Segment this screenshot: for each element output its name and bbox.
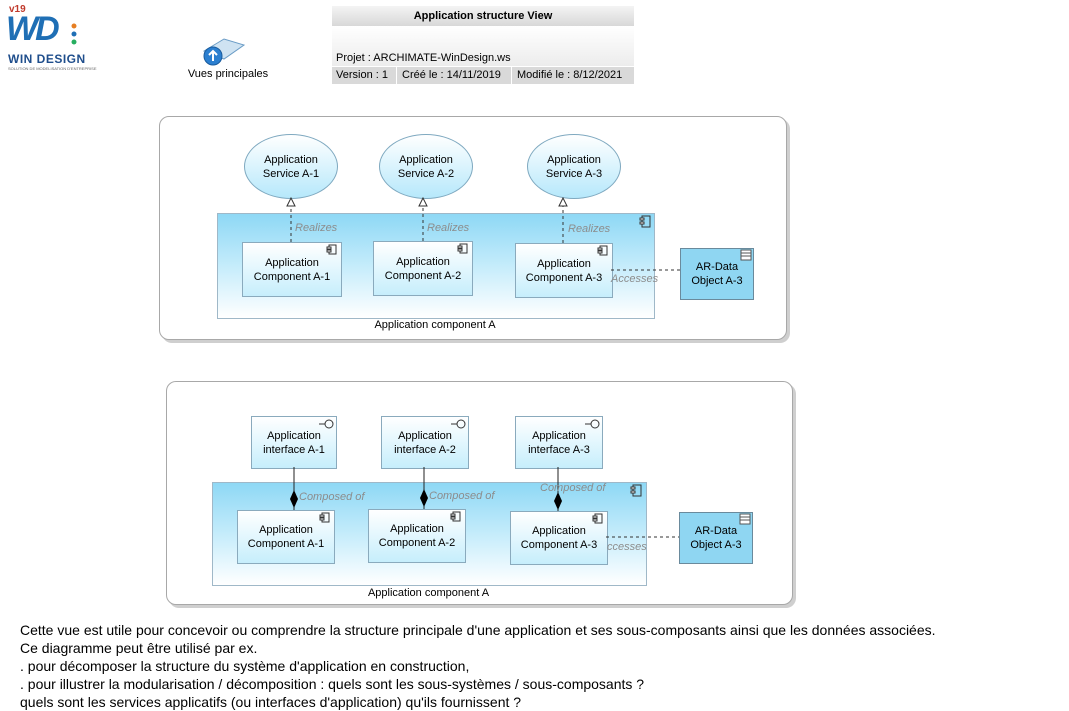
view-title: Application structure View	[332, 6, 634, 26]
application-service-a1[interactable]: Application Service A-1	[244, 134, 338, 199]
application-service-a2[interactable]: Application Service A-2	[379, 134, 473, 199]
composed-of-label-2: Composed of	[429, 490, 495, 502]
nav-label-main-views[interactable]: Vues principales	[187, 68, 269, 80]
component-icon	[326, 244, 337, 255]
logo-mark: WD	[6, 10, 60, 48]
component-icon	[597, 245, 608, 256]
home-arrow-icon[interactable]	[200, 37, 246, 67]
application-component-a1[interactable]: Application Component A-1	[242, 242, 342, 297]
description-line: . pour décomposer la structure du systèm…	[20, 658, 470, 674]
interface-icon	[451, 419, 466, 429]
logo-name: WIN DESIGN	[8, 52, 86, 66]
application-interface-a3[interactable]: Application interface A-3	[515, 416, 603, 469]
description-line: quels sont les services applicatifs (ou …	[20, 694, 522, 710]
description-line: Cette vue est utile pour concevoir ou co…	[20, 622, 936, 638]
version-label: Version : 1	[336, 67, 388, 84]
data-object-icon	[740, 249, 752, 261]
composed-of-label-1: Composed of	[299, 491, 365, 503]
realizes-label-3: Realizes	[568, 223, 611, 235]
interface-icon	[585, 419, 600, 429]
description-line: Ce diagramme peut être utilisé par ex.	[20, 640, 258, 656]
component-icon	[319, 512, 330, 523]
logo-dots-icon	[71, 23, 77, 45]
logo-tagline: SOLUTION DE MODELISATION D'ENTREPRISE	[8, 66, 97, 71]
project-name: Projet : ARCHIMATE-WinDesign.ws	[336, 52, 511, 64]
container-label: Application component A	[374, 319, 496, 331]
component-icon	[450, 511, 461, 522]
modified-label: Modifié le : 8/12/2021	[517, 67, 623, 84]
application-component-a3[interactable]: Application Component A-3	[510, 511, 608, 565]
realizes-label-2: Realizes	[427, 222, 470, 234]
application-service-a3[interactable]: Application Service A-3	[527, 134, 621, 199]
realizes-label-1: Realizes	[295, 222, 338, 234]
composed-of-label-3: Composed of	[540, 482, 606, 494]
view-description: Cette vue est utile pour concevoir ou co…	[20, 621, 1060, 711]
component-icon	[592, 513, 603, 524]
component-icon	[639, 215, 651, 228]
container-label: Application component A	[367, 587, 490, 599]
data-object-icon	[739, 513, 751, 525]
interface-icon	[319, 419, 334, 429]
application-component-a2[interactable]: Application Component A-2	[373, 241, 473, 296]
component-icon	[630, 484, 642, 497]
component-icon	[457, 243, 468, 254]
application-component-a2[interactable]: Application Component A-2	[368, 509, 466, 563]
application-interface-a2[interactable]: Application interface A-2	[381, 416, 469, 469]
accesses-label: ccesses	[607, 541, 647, 553]
logo-version: v19	[9, 4, 26, 15]
description-line: . pour illustrer la modularisation / déc…	[20, 676, 645, 692]
view-header: Application structure View Projet : ARCH…	[332, 6, 634, 84]
created-label: Créé le : 14/11/2019	[402, 67, 501, 84]
application-component-a1[interactable]: Application Component A-1	[237, 510, 335, 564]
accesses-label: Accesses	[611, 273, 659, 285]
